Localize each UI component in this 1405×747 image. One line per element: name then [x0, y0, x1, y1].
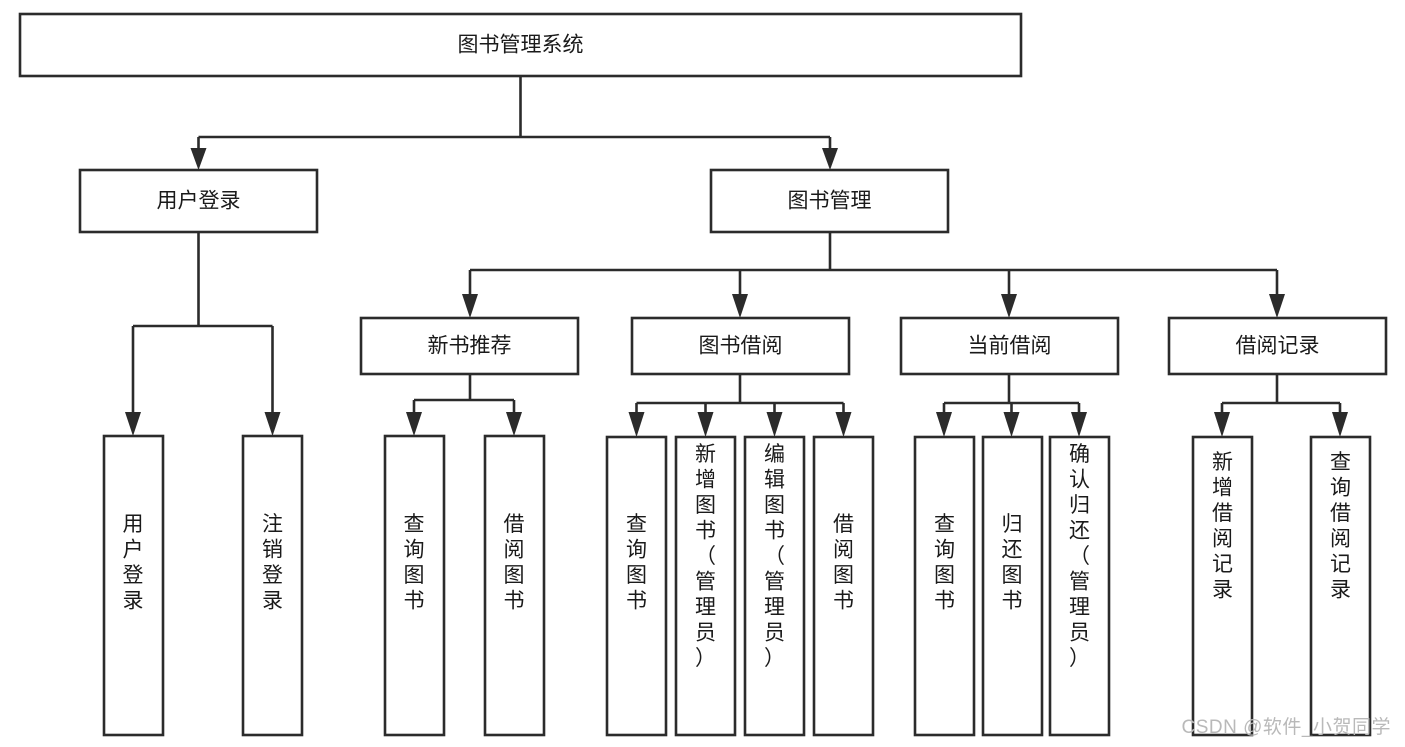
node-book-borrow[interactable]: 图书借阅	[630, 316, 851, 376]
node-current-borrow[interactable]: 当前借阅	[899, 316, 1120, 376]
node-book-manage-box[interactable]	[709, 168, 950, 234]
leaf-query-book-1[interactable]: 查询图书	[383, 434, 446, 737]
leaf-edit-book-box[interactable]	[743, 435, 806, 737]
node-book-manage[interactable]: 图书管理	[709, 168, 950, 234]
leaf-user-login[interactable]: 用户登录	[102, 434, 165, 737]
leaf-user-logout-box[interactable]	[241, 434, 304, 737]
leaf-confirm-return-label: 确认归还（管理员）	[1069, 443, 1090, 670]
node-current-borrow-box[interactable]	[899, 316, 1120, 376]
node-user-login-box[interactable]	[78, 168, 319, 234]
connectors-book-borrow-to-leaves	[628, 374, 852, 437]
arrowhead-borrow-record	[1269, 294, 1285, 318]
leaf-user-logout[interactable]: 注销登录	[241, 434, 304, 737]
arrowhead-leaf-return-book	[1003, 412, 1020, 437]
leaf-add-book-label: 新增图书（管理员）	[695, 443, 716, 670]
node-new-book-recommend[interactable]: 新书推荐	[359, 316, 580, 376]
leaf-borrow-book-2-label: 借阅图书	[833, 513, 854, 613]
leaf-borrow-book-1-box[interactable]	[483, 434, 546, 737]
arrowhead-leaf-confirm-return	[1071, 412, 1087, 437]
leaf-query-book-2-label: 查询图书	[626, 513, 647, 613]
leaf-borrow-book-2[interactable]: 借阅图书	[812, 435, 875, 737]
leaf-query-book-3-label: 查询图书	[934, 513, 955, 613]
arrowhead-leaf-add-book	[697, 412, 714, 437]
node-new-book-recommend-box[interactable]	[359, 316, 580, 376]
leaf-borrow-book-2-box[interactable]	[812, 435, 875, 737]
leaf-query-book-3[interactable]: 查询图书	[913, 435, 976, 737]
connectors-root-to-level1	[190, 76, 838, 170]
leaf-confirm-return[interactable]: 确认归还（管理员）	[1048, 435, 1111, 737]
leaf-user-login-box[interactable]	[102, 434, 165, 737]
node-borrow-record-label: 借阅记录	[1236, 335, 1320, 358]
leaf-query-book-2[interactable]: 查询图书	[605, 435, 668, 737]
node-user-login[interactable]: 用户登录	[78, 168, 319, 234]
connectors-new-book-to-leaves	[406, 374, 522, 436]
arrowhead-current-borrow	[1001, 294, 1017, 318]
leaf-query-record-box[interactable]	[1309, 435, 1372, 737]
leaf-edit-book[interactable]: 编辑图书（管理员）	[743, 435, 806, 737]
leaf-query-book-1-label: 查询图书	[404, 513, 425, 613]
arrowhead-leaf-query-record	[1332, 412, 1348, 437]
arrowhead-user-login	[190, 148, 207, 170]
leaf-query-book-1-box[interactable]	[383, 434, 446, 737]
node-user-login-label: 用户登录	[157, 190, 241, 213]
arrowhead-leaf-add-record	[1214, 412, 1230, 437]
leaf-borrow-book-1[interactable]: 借阅图书	[483, 434, 546, 737]
leaf-return-book-label: 归还图书	[1002, 513, 1023, 613]
leaf-add-record-box[interactable]	[1191, 435, 1254, 737]
node-borrow-record[interactable]: 借阅记录	[1167, 316, 1388, 376]
leaf-add-book-box[interactable]	[674, 435, 737, 737]
arrowhead-leaf-borrow-book-2	[835, 412, 852, 437]
arrowhead-leaf-query-book-2	[628, 412, 645, 437]
leaf-confirm-return-box[interactable]	[1048, 435, 1111, 737]
node-root[interactable]: 图书管理系统	[18, 12, 1023, 78]
connectors-user-login-to-leaves	[125, 232, 281, 436]
leaf-query-record-label: 查询借阅记录	[1330, 451, 1351, 602]
node-current-borrow-label: 当前借阅	[968, 335, 1052, 358]
leaf-query-book-2-box[interactable]	[605, 435, 668, 737]
node-borrow-record-box[interactable]	[1167, 316, 1388, 376]
leaf-add-record-label: 新增借阅记录	[1212, 451, 1233, 602]
node-book-manage-label: 图书管理	[788, 190, 872, 213]
arrowhead-book-borrow	[732, 294, 748, 318]
leaf-query-record[interactable]: 查询借阅记录	[1309, 435, 1372, 737]
arrowhead-leaf-query-book-3	[936, 412, 952, 437]
node-root-box[interactable]	[18, 12, 1023, 78]
leaf-borrow-book-1-label: 借阅图书	[504, 513, 525, 613]
leaf-user-login-label: 用户登录	[123, 513, 144, 613]
arrowhead-leaf-edit-book	[766, 412, 783, 437]
leaf-user-logout-label: 注销登录	[262, 513, 283, 613]
connectors-book-manage-to-level2	[462, 232, 1285, 318]
leaf-query-book-3-box[interactable]	[913, 435, 976, 737]
arrowhead-leaf-borrow-book-1	[506, 412, 522, 436]
node-book-borrow-box[interactable]	[630, 316, 851, 376]
arrowhead-new-book-recommend	[462, 294, 478, 318]
node-new-book-recommend-label: 新书推荐	[428, 335, 512, 358]
arrowhead-leaf-query-book-1	[406, 412, 422, 436]
csdn-watermark: CSDN @软件_小贺同学	[1181, 717, 1391, 738]
leaf-return-book[interactable]: 归还图书	[981, 435, 1044, 737]
leaf-add-book[interactable]: 新增图书（管理员）	[674, 435, 737, 737]
arrowhead-leaf-user-login	[125, 412, 141, 436]
arrowhead-leaf-user-logout	[264, 412, 281, 436]
arrowhead-book-manage	[822, 148, 838, 170]
leaf-add-record[interactable]: 新增借阅记录	[1191, 435, 1254, 737]
leaf-edit-book-label: 编辑图书（管理员）	[764, 443, 785, 670]
connectors-borrow-record-to-leaves	[1214, 374, 1348, 437]
connectors-current-borrow-to-leaves	[936, 374, 1087, 437]
node-book-borrow-label: 图书借阅	[699, 335, 783, 358]
node-root-label: 图书管理系统	[458, 34, 584, 57]
leaf-return-book-box[interactable]	[981, 435, 1044, 737]
